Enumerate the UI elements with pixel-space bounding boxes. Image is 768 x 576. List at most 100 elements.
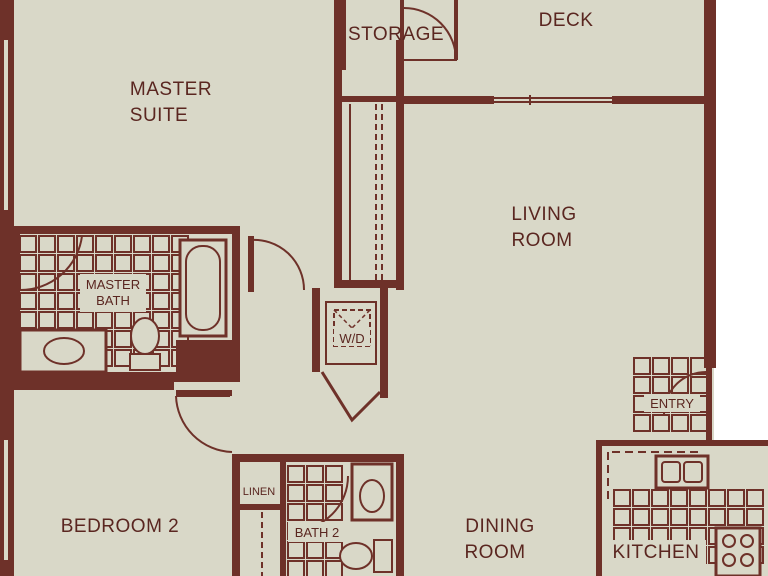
floor-tile <box>306 541 324 559</box>
floor-tile <box>613 489 631 507</box>
storage-right-wall <box>396 40 404 290</box>
floor-tile <box>670 508 688 526</box>
left-window <box>4 40 8 210</box>
floor-tile <box>38 254 56 272</box>
label-living-1: LIVING <box>511 204 576 225</box>
floor-tile <box>95 254 113 272</box>
floor-tile <box>133 235 151 253</box>
label-storage: STORAGE <box>348 24 444 45</box>
master-suite-right-wall <box>334 0 342 288</box>
floor-tile <box>19 235 37 253</box>
master-bath-bottom-wall <box>14 372 240 382</box>
floor-tile <box>325 560 343 576</box>
burner-icon <box>722 534 736 548</box>
wd-left-wall <box>312 288 320 372</box>
exterior-right <box>714 0 768 442</box>
burner-icon <box>740 534 754 548</box>
label-bedroom2: BEDROOM 2 <box>61 516 180 537</box>
bath2-toilet-tank <box>373 539 393 573</box>
floor-tile <box>613 508 631 526</box>
floor-tile <box>651 508 669 526</box>
floor-tile <box>152 254 170 272</box>
floor-tile <box>76 254 94 272</box>
label-dining-1: DINING <box>465 516 535 537</box>
label-dining-2: ROOM <box>464 542 525 563</box>
floor-tile <box>287 465 305 483</box>
floor-tile <box>708 489 726 507</box>
floor-tile <box>133 254 151 272</box>
floor-tile <box>651 489 669 507</box>
label-master-bath-2: BATH <box>96 293 130 308</box>
floor-tile <box>114 235 132 253</box>
bath2-toilet <box>339 542 373 570</box>
deck-right-wall <box>704 0 716 104</box>
label-master-suite-2: SUITE <box>130 105 188 126</box>
floor-tile <box>19 292 37 310</box>
floor-tile <box>95 235 113 253</box>
floor-tile <box>287 541 305 559</box>
label-kitchen: KITCHEN <box>613 542 700 563</box>
kitchen-sink <box>654 454 710 490</box>
floor-tile <box>727 489 745 507</box>
floor-tile <box>746 508 764 526</box>
kitchen-counter <box>607 451 700 500</box>
floor-tile <box>95 311 113 329</box>
floor-tile <box>114 349 132 367</box>
floor-tile <box>671 376 689 394</box>
floor-tile <box>114 311 132 329</box>
burner-icon <box>740 553 754 567</box>
floor-tile <box>689 489 707 507</box>
wd-right-wall <box>380 288 388 398</box>
floor-tile <box>287 484 305 502</box>
floor-tile <box>287 560 305 576</box>
floor-tile <box>19 311 37 329</box>
floor-tile <box>689 508 707 526</box>
floor-tile <box>708 508 726 526</box>
floor-tile <box>325 484 343 502</box>
label-master-bath-1: MASTER <box>86 277 140 292</box>
master-bath-chase <box>176 340 240 380</box>
master-bath-vanity <box>18 328 108 374</box>
label-master-suite-1: MASTER <box>130 79 212 100</box>
master-bath-right-wall <box>232 226 240 374</box>
closet-bottom-wall <box>342 280 404 288</box>
label-living-2: ROOM <box>511 230 572 251</box>
label-entry: ENTRY <box>650 396 694 411</box>
bath2-sink <box>359 479 385 513</box>
closet-top-wall <box>342 96 404 102</box>
floor-tile <box>325 465 343 483</box>
floor-tile <box>152 235 170 253</box>
master-bath-toilet-tank <box>129 353 161 371</box>
floor-tile <box>19 254 37 272</box>
linen-bottom-wall <box>240 504 280 510</box>
floor-tile <box>152 292 170 310</box>
floor-tile <box>306 465 324 483</box>
label-deck: DECK <box>539 10 594 31</box>
kitchen-stove <box>714 526 762 576</box>
floor-tile <box>633 414 651 432</box>
floor-tile <box>57 235 75 253</box>
floor-tile <box>306 503 324 521</box>
floor-tile <box>727 508 745 526</box>
bedroom2-top-wall <box>14 382 174 390</box>
floor-tile <box>76 311 94 329</box>
floor-tile <box>632 489 650 507</box>
kitchen-top-wall <box>596 440 768 446</box>
floor-tile <box>114 330 132 348</box>
floor-tile <box>38 311 56 329</box>
deck-wall-left <box>404 96 494 104</box>
floor-tile <box>152 273 170 291</box>
bath2-right-wall <box>396 454 404 576</box>
floor-tile <box>690 414 708 432</box>
floor-tile <box>306 560 324 576</box>
floor-tile <box>306 484 324 502</box>
storage-left-wall <box>342 0 346 70</box>
floor-tile <box>38 235 56 253</box>
linen-right-wall <box>280 462 286 576</box>
floor-tile <box>652 357 670 375</box>
master-bath-door <box>19 235 83 292</box>
floor-tile <box>57 311 75 329</box>
floor-tile <box>670 489 688 507</box>
